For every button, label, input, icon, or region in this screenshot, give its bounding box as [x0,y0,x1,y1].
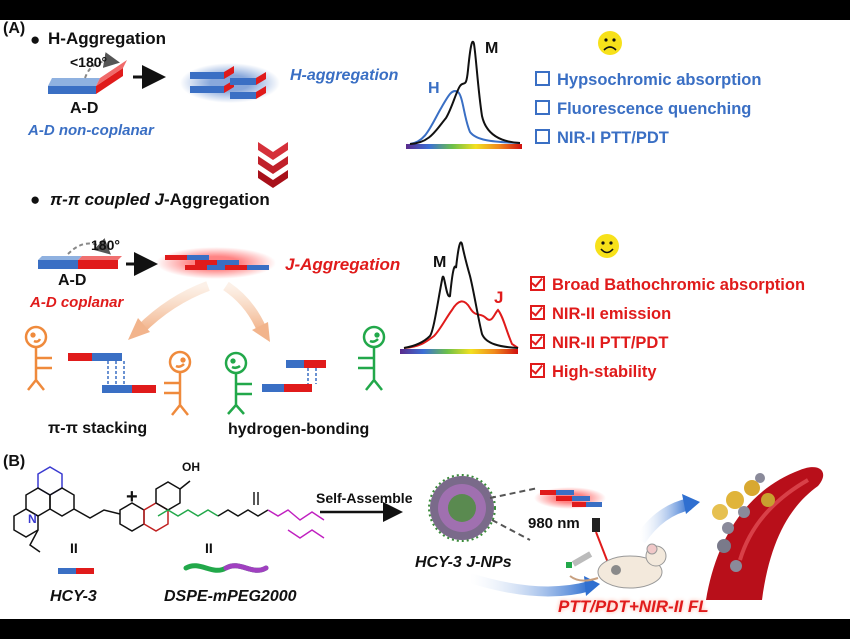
blood-vessel-tumor [706,467,824,600]
hcy3-mini-bar [58,568,94,574]
happy-face-icon [595,234,619,258]
h-subtitle: A-D non-coplanar [28,122,154,139]
oh-label: OH [182,460,200,474]
dspe-structure [157,492,325,539]
h-agg-label: H-aggregation [290,67,399,84]
h-ad-block [48,52,127,94]
h-property-0: Hypsochromic absorption [535,71,761,90]
hcy-equals: II [70,540,78,556]
sad-face-icon [598,31,622,55]
peach-arrow-left-head [128,318,150,340]
nps-label: HCY-3 J-NPs [415,554,512,571]
spectrum-h-m-label: M [485,40,499,57]
mouse-icon [569,543,667,589]
j-ad-label: A-D [58,272,87,289]
spectrum-j-label: J [494,288,504,307]
h-bullet-dot: ● [30,30,41,49]
dspe-label: DSPE-mPEG2000 [164,588,297,605]
j-property-0: Broad Bathochromic absorption [530,276,805,295]
j-aggregate-stack [156,247,276,279]
pi-stacking-label: π-π stacking [48,420,148,437]
panel-a-label: (A) [3,20,26,37]
hcy3-label: HCY-3 [50,588,97,605]
j-property-3: High-stability [530,363,657,382]
h-ad-label: A-D [70,100,99,117]
j-nps-stack [534,487,606,509]
j-property-2: NIR-II PTT/PDT [530,334,668,353]
spectrum-h-label: H [428,80,440,97]
h-spectrum [406,40,522,149]
h-aggregate-stack [180,63,280,103]
peach-arrow-left [136,281,210,334]
blue-arrow-top [635,498,692,544]
pi-stacking-illustration [24,325,192,416]
dspe-equals: II [205,540,213,556]
j-angle-label: 180° [91,237,120,253]
n-label: N [28,512,37,526]
peach-arrow-right [223,281,267,333]
zoom-lines [489,487,539,541]
h-angle-label: <180° [70,54,108,70]
chevrons-down-icon [258,142,288,188]
h-property-1: Fluorescence quenching [535,100,751,119]
j-agg-label: J-Aggregation [285,255,401,274]
j-subtitle: A-D coplanar [30,294,124,311]
self-assemble-label: Self-Assemble [316,490,413,506]
j-bullet-dot: ● [30,190,41,209]
blue-arrow-bottom [468,573,592,597]
syringe-icon [566,551,593,568]
hbond-illustration [224,325,386,415]
blue-arrow-top-head [682,494,700,514]
panel-b-label: (B) [3,453,26,470]
nanoparticle [428,474,496,542]
j-spectrum [400,241,519,354]
h-property-2: NIR-I PTT/PDT [535,129,669,148]
dspe-mini-wave-tail [223,563,269,573]
h-section-header: H-Aggregation [48,29,167,48]
top-black-bar [0,0,850,20]
figure-canvas [0,20,850,619]
outcome-label: PTT/PDT+NIR-II FL [558,597,709,616]
laser-label: 980 nm [528,515,580,532]
bottom-black-bar [0,619,850,639]
plus-sign: + [126,486,138,508]
hcy3-structure [13,466,191,553]
j-ad-block [38,238,122,269]
spectrum-j-m-label: M [433,254,447,271]
peach-arrow-right-head [252,322,270,342]
j-section-header: π-π coupled J-Aggregation [50,190,270,209]
hbond-label: hydrogen-bonding [228,421,370,438]
j-property-1: NIR-II emission [530,305,671,324]
